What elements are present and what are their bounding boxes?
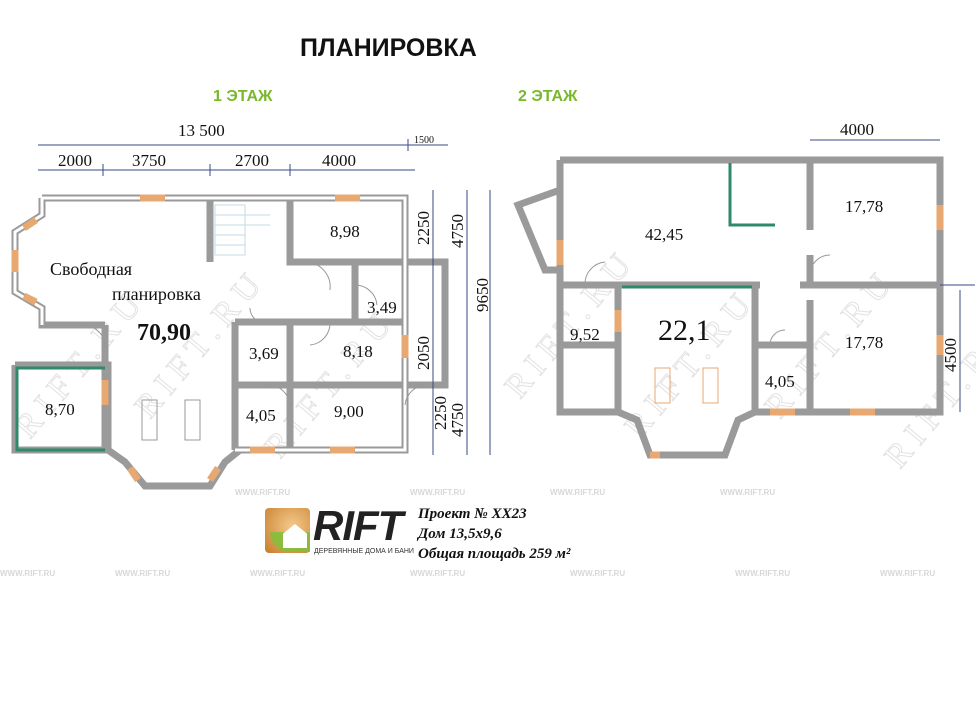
floor2-walls bbox=[513, 156, 975, 459]
dim-right: 4750 bbox=[448, 403, 467, 437]
svg-text:WWW.RIFT.RU: WWW.RIFT.RU bbox=[0, 569, 55, 578]
svg-text:WWW.RIFT.RU: WWW.RIFT.RU bbox=[735, 569, 790, 578]
floor2-label: 2 ЭТАЖ bbox=[518, 88, 578, 105]
svg-text:WWW.RIFT.RU: WWW.RIFT.RU bbox=[250, 569, 305, 578]
floor1-plan: 13 500 1500 2000 3750 2700 4000 2250 475… bbox=[11, 121, 492, 490]
room-area: 42,45 bbox=[645, 225, 683, 244]
dim-right: 4500 bbox=[941, 338, 960, 372]
room-area: 4,05 bbox=[246, 406, 276, 425]
svg-text:WWW.RIFT.RU: WWW.RIFT.RU bbox=[720, 488, 775, 497]
dim-right: 9650 bbox=[473, 278, 492, 312]
floor2-plan: 4000 4500 42,45 17,78 9,52 22,1 17,78 4,… bbox=[513, 120, 975, 459]
house-size: Дом 13,5x9,6 bbox=[418, 526, 502, 542]
room-area: 8,98 bbox=[330, 222, 360, 241]
svg-text:RIFT.RU: RIFT.RU bbox=[498, 241, 644, 405]
floor2-doors bbox=[584, 254, 831, 404]
svg-text:WWW.RIFT.RU: WWW.RIFT.RU bbox=[235, 488, 290, 497]
room-area: 22,1 bbox=[658, 314, 711, 347]
brand-tagline: ДЕРЕВЯННЫЕ ДОМА И БАНИ bbox=[314, 548, 414, 555]
floor1-doors bbox=[84, 261, 428, 441]
floor1-green-wall bbox=[15, 366, 105, 452]
dim-right: 4750 bbox=[448, 214, 467, 248]
floor1-stairs bbox=[214, 204, 270, 256]
dim-part: 2700 bbox=[235, 151, 269, 170]
floor2-green-wall bbox=[622, 163, 775, 289]
svg-text:WWW.RIFT.RU: WWW.RIFT.RU bbox=[410, 488, 465, 497]
room-area: 17,78 bbox=[845, 197, 883, 216]
floor2-windows bbox=[556, 205, 944, 459]
svg-text:RIFT.RU: RIFT.RU bbox=[878, 311, 976, 475]
room-area: 8,70 bbox=[45, 400, 75, 419]
svg-text:WWW.RIFT.RU: WWW.RIFT.RU bbox=[550, 488, 605, 497]
room-area: 3,69 bbox=[249, 344, 279, 363]
floor1-windows bbox=[11, 194, 409, 482]
free-plan-label: Свободная bbox=[50, 259, 132, 279]
free-plan-label: планировка bbox=[112, 284, 201, 304]
svg-text:WWW.RIFT.RU: WWW.RIFT.RU bbox=[880, 569, 935, 578]
dim-extra: 1500 bbox=[414, 135, 434, 146]
floor1-dimension-lines bbox=[38, 139, 491, 455]
room-area: 9,00 bbox=[334, 402, 364, 421]
room-area: 3,49 bbox=[367, 298, 397, 317]
svg-text:WWW.RIFT.RU: WWW.RIFT.RU bbox=[570, 569, 625, 578]
room-area: 17,78 bbox=[845, 333, 883, 352]
dim-top: 4000 bbox=[840, 120, 874, 139]
dim-part: 4000 bbox=[322, 151, 356, 170]
brand-name: RIFT bbox=[313, 502, 403, 549]
dim-part: 3750 bbox=[132, 151, 166, 170]
watermark-urls: WWW.RIFT.RU WWW.RIFT.RU WWW.RIFT.RU WWW.… bbox=[0, 488, 935, 578]
room-area: 70,90 bbox=[137, 320, 191, 346]
total-area: Общая площадь 259 м² bbox=[418, 546, 571, 562]
dim-total: 13 500 bbox=[178, 121, 225, 140]
page-title: ПЛАНИРОВКА bbox=[300, 34, 477, 62]
project-number: Проект № XX23 bbox=[418, 506, 527, 522]
dim-right: 2250 bbox=[431, 396, 450, 430]
room-area: 9,52 bbox=[570, 325, 600, 344]
dim-right: 2250 bbox=[414, 211, 433, 245]
dim-right: 2050 bbox=[414, 336, 433, 370]
svg-text:WWW.RIFT.RU: WWW.RIFT.RU bbox=[115, 569, 170, 578]
dim-part: 2000 bbox=[58, 151, 92, 170]
svg-text:WWW.RIFT.RU: WWW.RIFT.RU bbox=[410, 569, 465, 578]
room-area: 4,05 bbox=[765, 372, 795, 391]
room-area: 8,18 bbox=[343, 342, 373, 361]
floor1-label: 1 ЭТАЖ bbox=[213, 88, 273, 105]
